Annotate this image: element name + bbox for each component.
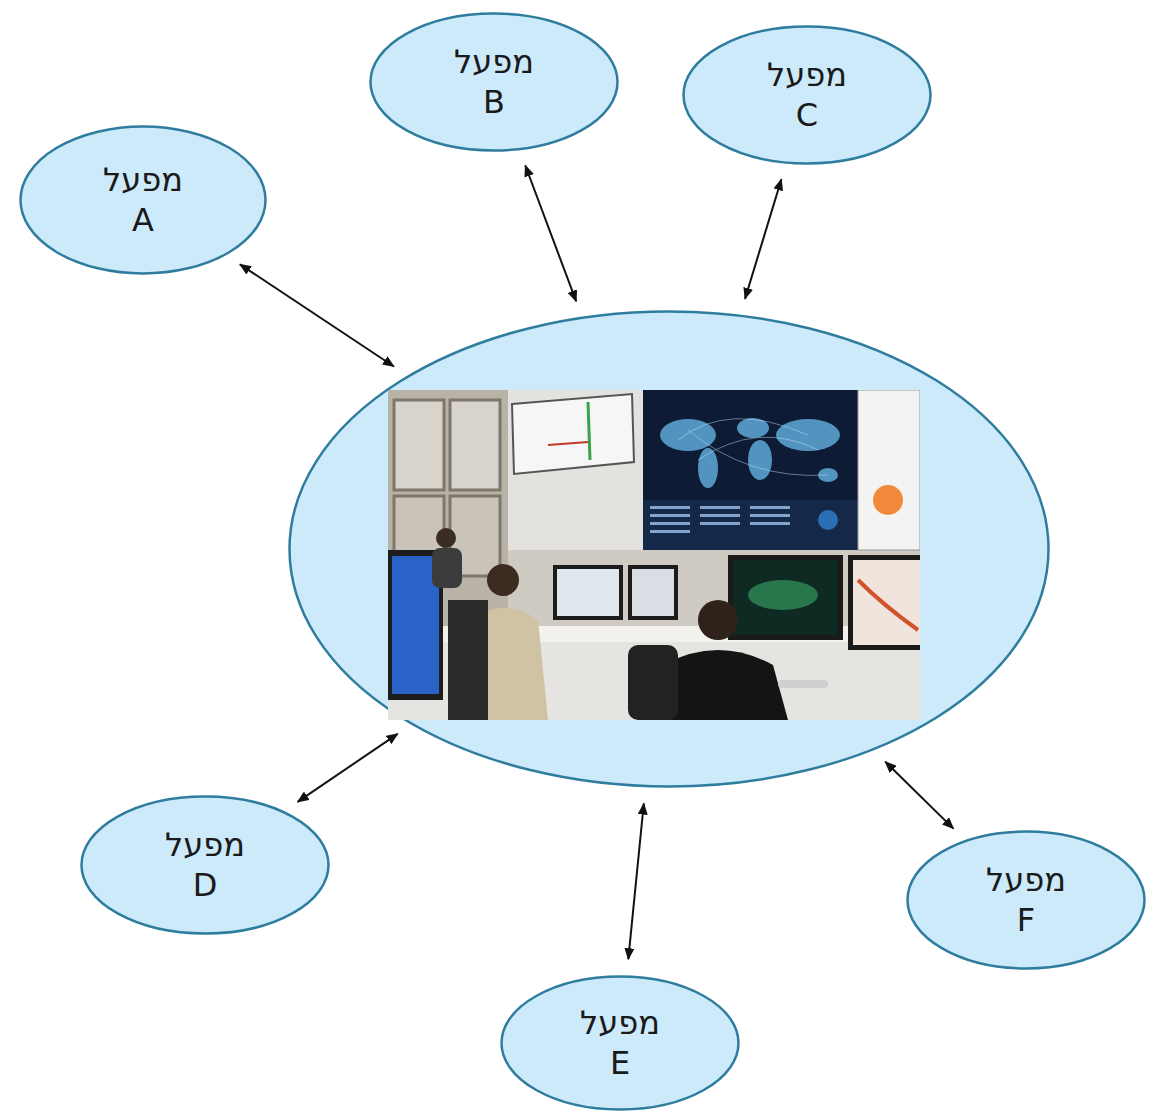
factory-label: מפעל A — [103, 160, 183, 240]
control-room-photo — [388, 390, 920, 720]
double-arrow — [628, 804, 644, 960]
factory-ellipse: מפעל B — [369, 12, 619, 152]
ellipse-shape — [371, 14, 618, 151]
ellipse-shape — [290, 312, 1049, 787]
double-arrow — [240, 264, 394, 366]
factory-label: מפעל B — [454, 42, 534, 122]
ellipse-shape — [684, 27, 931, 164]
factory-ellipse: מפעל D — [80, 795, 330, 935]
ellipse-shape — [908, 832, 1145, 969]
factory-label: מפעל C — [767, 55, 847, 135]
double-arrow — [298, 734, 398, 802]
factory-label: מפעל F — [986, 860, 1066, 940]
ellipse-outline — [682, 25, 932, 165]
double-arrow — [745, 179, 781, 299]
factory-label: מפעל E — [580, 1003, 660, 1083]
ellipse-outline — [500, 975, 740, 1111]
factory-ellipse: מפעל A — [19, 125, 267, 275]
ellipse-shape — [82, 797, 329, 934]
ellipse-shape — [21, 127, 266, 274]
factory-ellipse: מפעל F — [906, 830, 1146, 970]
ellipse-outline — [19, 125, 267, 275]
ellipse-outline — [80, 795, 330, 935]
double-arrow — [525, 166, 576, 302]
factory-label: מפעל D — [165, 825, 245, 905]
factory-ellipse: מפעל E — [500, 975, 740, 1111]
ellipse-shape — [502, 977, 739, 1110]
ellipse-outline — [906, 830, 1146, 970]
ellipse-outline — [369, 12, 619, 152]
double-arrow — [885, 762, 953, 829]
factory-ellipse: מפעל C — [682, 25, 932, 165]
